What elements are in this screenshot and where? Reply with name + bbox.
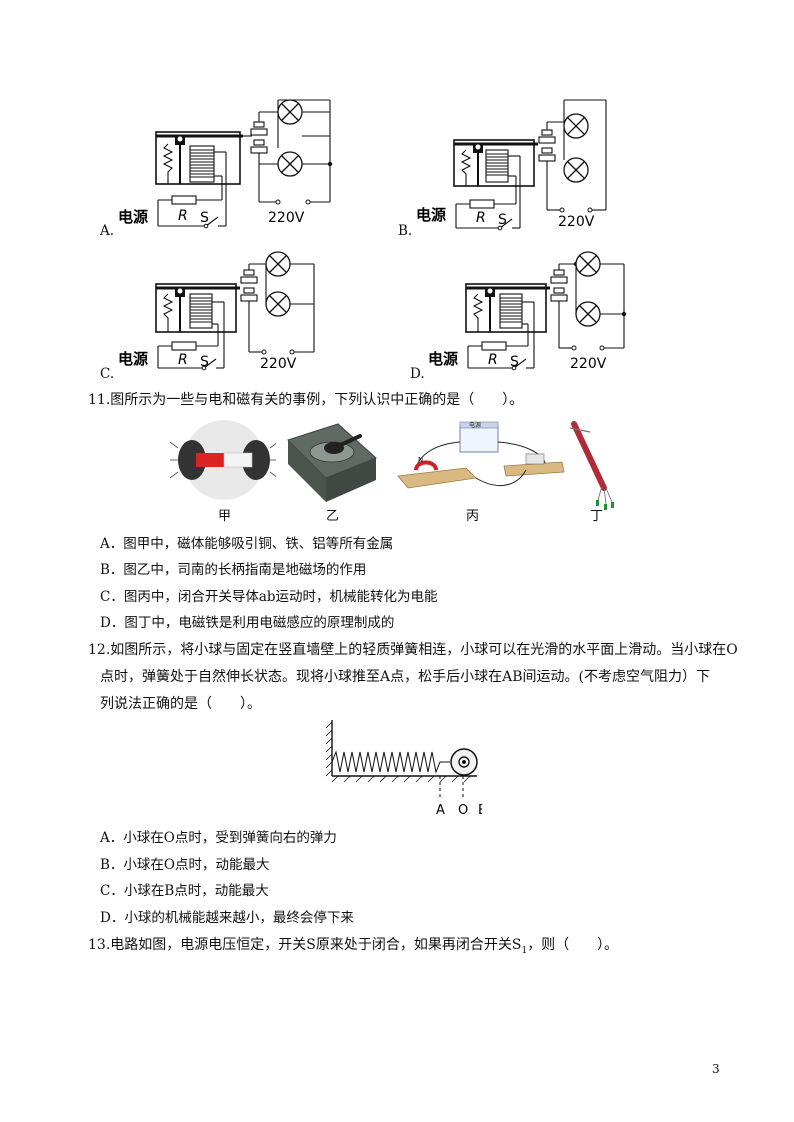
voltage-label-b: 220V [558,214,595,230]
power-label-d: 电源 [428,350,458,368]
voltage-label-a: 220V [268,210,305,226]
power-label-c: 电源 [118,350,148,368]
label-point-b: B [478,803,482,818]
q12-stem-line3: 列说法正确的是（ ）。 [100,696,261,712]
switch-label-a: S [200,210,209,226]
q12-stem-line2: 点时，弹簧处于自然伸长状态。现将小球推至A点，松手后小球在AB间运动。(不考虑空… [100,669,710,685]
q12-option-c: C．小球在B点时，动能最大 [100,883,269,899]
label-point-a: A [436,803,445,818]
resistor-label-d: R [488,352,498,368]
figure-ding-electromagnet: 丁 [569,421,614,524]
caption-jia: 甲 [218,509,231,524]
voltage-label-c: 220V [260,356,297,372]
figure-yi-sinan: 乙 [287,423,377,524]
switch-label-d: S [510,354,519,370]
power-box-label: 电源 [469,421,481,429]
relay-circuit-a: 电源 R S 220V [118,99,333,229]
q11-figures: 甲 乙 电源 N 丙 丁 [170,418,630,524]
figure-jia-bar-magnet: 甲 [170,420,276,524]
option-letter-d: D. [410,366,425,382]
q12-option-a: A．小球在O点时，受到弹簧向右的弹力 [100,830,337,846]
resistor-label-a: R [178,208,188,224]
page-number: 3 [712,1062,720,1076]
q12-option-b: B．小球在O点时，动能最大 [100,857,270,873]
caption-yi: 乙 [326,509,339,524]
relay-circuit-b: 电源 R S 220V [416,99,607,231]
power-label-a: 电源 [118,208,148,226]
relay-option-b: B. [398,92,638,242]
q12-stem-line1: 12.如图所示，将小球与固定在竖直墙壁上的轻质弹簧相连，小球可以在光滑的水平面上… [88,642,738,658]
q12-option-d: D．小球的机械能越来越小，最终会停下来 [100,910,354,926]
power-label-b: 电源 [416,206,446,224]
switch-label-b: S [498,212,507,228]
label-point-o: O [458,803,468,818]
relay-option-d: D. [410,240,650,390]
q11-option-d: D．图丁中，电磁铁是利用电磁感应的原理制成的 [100,615,395,631]
switch-label-c: S [200,354,209,370]
q13-stem: 13.电路如图，电源电压恒定，开关S原来处于闭合，如果再闭合开关S1，则（ ）。 [88,932,618,964]
q11-option-a: A．图甲中，磁体能够吸引铜、铁、铝等所有金属 [100,536,394,552]
q13-stem-main: 13.电路如图，电源电压恒定，开关S原来处于闭合，如果再闭合开关S [88,937,522,953]
q12-spring-figure: A O B [325,720,482,818]
resistor-label-b: R [476,210,486,226]
q13-subscript: 1 [521,945,528,956]
q11-option-c: C．图丙中，闭合开关导体ab运动时，机械能转化为电能 [100,589,438,605]
caption-ding: 丁 [590,509,603,524]
magnet-n-label: N [418,456,423,464]
relay-option-c: C. [100,240,340,390]
figure-bing-circuit: 电源 N 丙 [397,421,565,524]
q11-option-b: B．图乙中，司南的长柄指南是地磁场的作用 [100,562,367,578]
option-letter-b: B. [398,223,413,239]
q11-stem: 11.图所示为一些与电和磁有关的事例，下列认识中正确的是（ ）。 [88,392,524,408]
resistor-label-c: R [178,352,188,368]
relay-option-a: A. [100,92,340,242]
option-letter-c: C. [100,366,115,382]
q13-stem-tail: ，则（ ）。 [527,937,619,953]
option-letter-a: A. [100,223,115,239]
relay-circuit-d: 电源 R S 220V [428,251,627,372]
caption-bing: 丙 [466,509,479,524]
voltage-label-d: 220V [570,356,607,372]
relay-circuit-c: 电源 R S 220V [118,251,315,372]
